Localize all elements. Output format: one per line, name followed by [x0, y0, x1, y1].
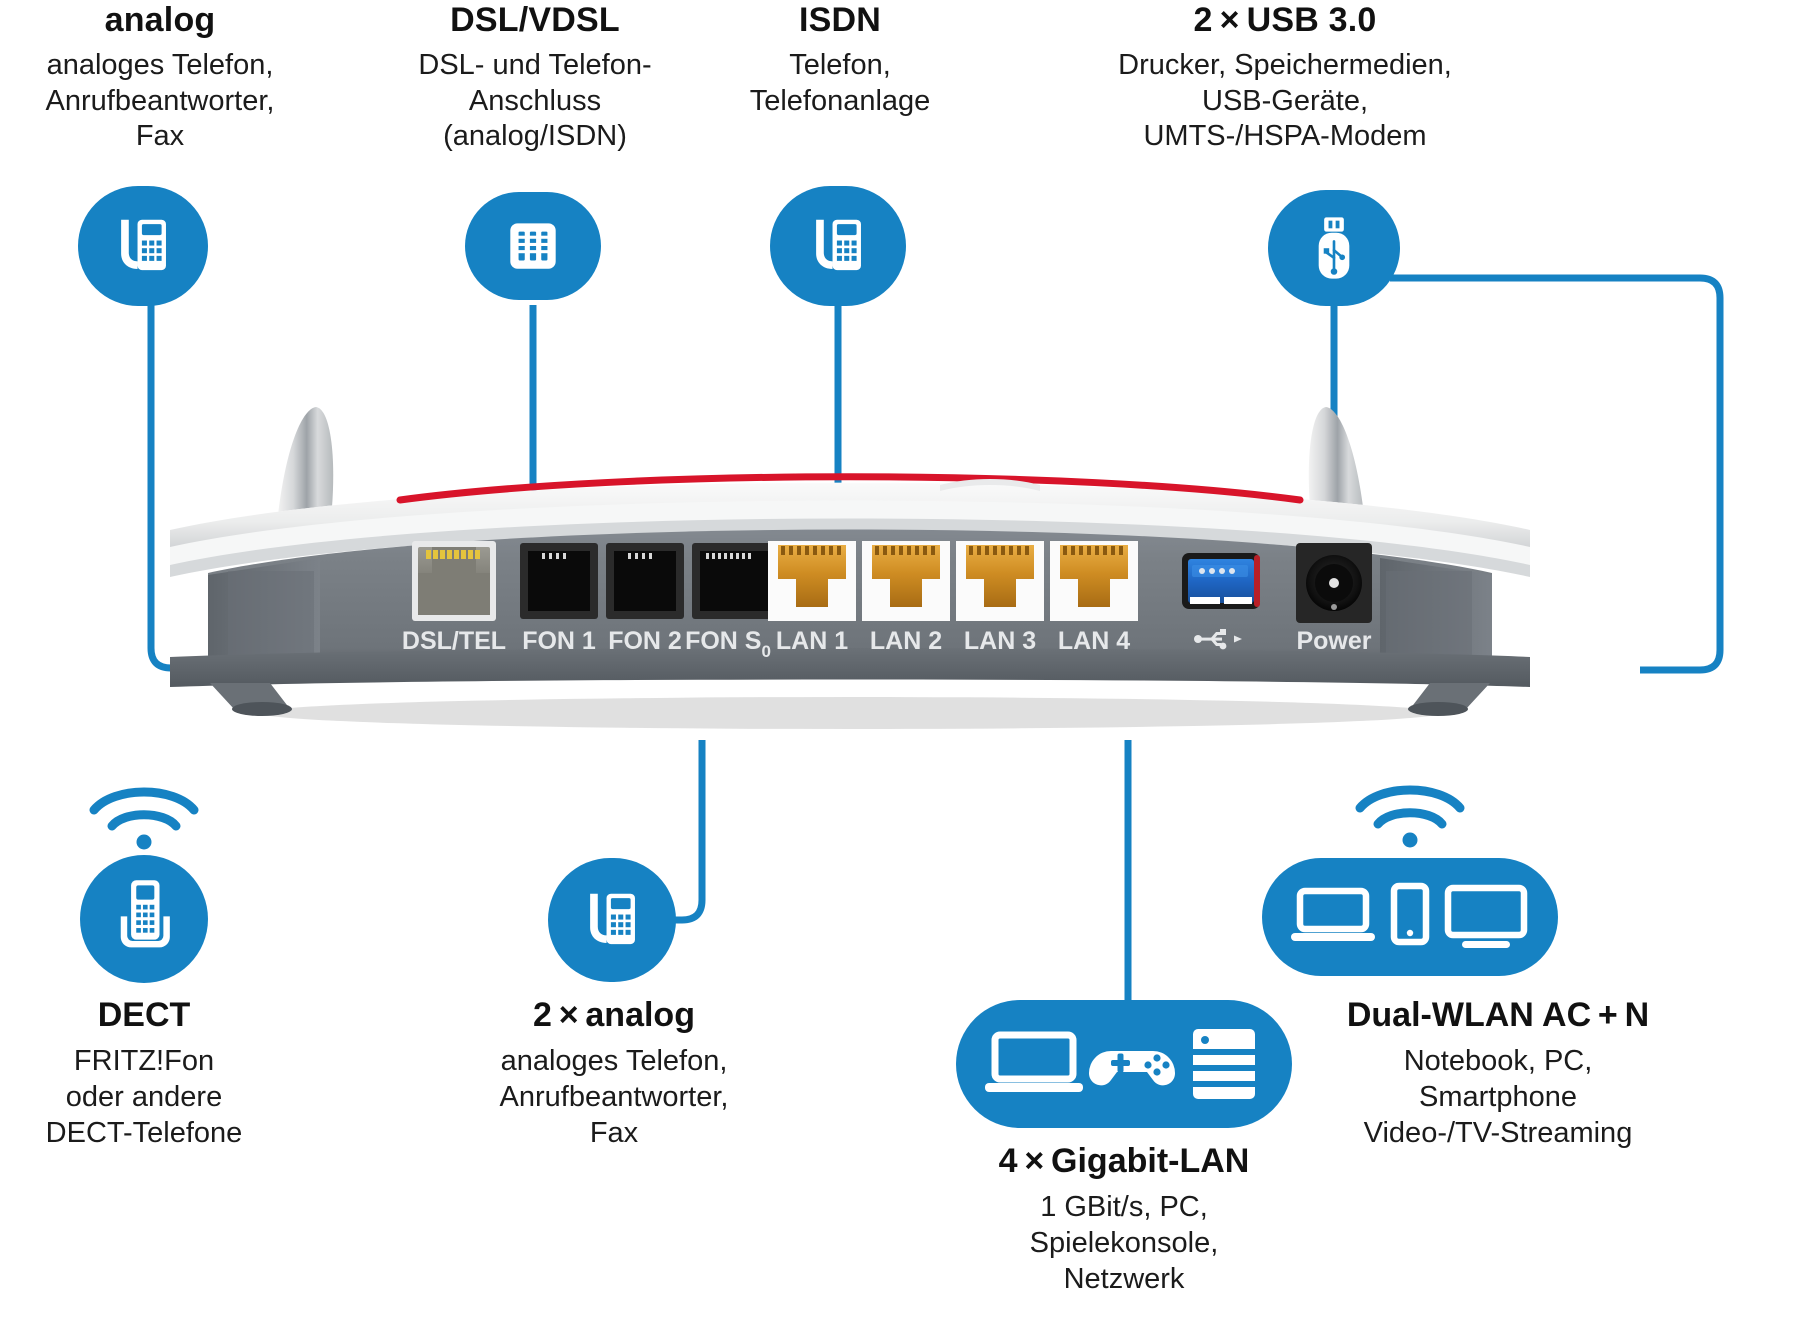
- dsl-socket-icon: [510, 223, 556, 269]
- callout-isdn-text: ISDN Telefon, Telefonanlage: [620, 0, 1060, 119]
- callout-title: analog: [104, 1, 216, 39]
- port-label-dsl-tel: DSL/TEL: [402, 627, 506, 655]
- callout-line: DECT-Telefone: [45, 1117, 243, 1150]
- icon-bubble-dsl[interactable]: [465, 192, 601, 300]
- router-base: [170, 648, 1530, 687]
- callout-line: UMTS-/HSPA-Modem: [1143, 120, 1427, 153]
- port-label-lan4: LAN 4: [1058, 627, 1130, 655]
- callout-gigabit-lan-text: 4 × Gigabit-LAN 1 GBit/s, PC, Spielekons…: [880, 1140, 1368, 1298]
- port-usb: [1182, 553, 1260, 609]
- callout-line: Drucker, Speichermedien,: [1118, 49, 1452, 82]
- icon-bubble-analog2[interactable]: [548, 858, 676, 982]
- callout-title: ISDN: [798, 1, 882, 39]
- icon-bubble-usb[interactable]: [1268, 190, 1400, 306]
- callout-desc: Notebook, PC, Smartphone Video-/TV-Strea…: [1180, 1044, 1816, 1152]
- callout-line: Anrufbeantworter,: [45, 84, 275, 117]
- callout-desc: FRITZ!Fon oder andere DECT-Telefone: [0, 1044, 288, 1152]
- icon-bubble-dect[interactable]: [80, 855, 208, 983]
- port-label-power: Power: [1296, 627, 1371, 655]
- callout-dect-text: DECT FRITZ!Fon oder andere DECT-Telefone: [0, 994, 288, 1152]
- callout-line: Spielekonsole,: [1029, 1227, 1219, 1260]
- callout-desc: 1 GBit/s, PC, Spielekonsole, Netzwerk: [880, 1190, 1368, 1298]
- wire-analog2: [672, 740, 706, 924]
- callout-line: Fax: [589, 1117, 639, 1150]
- laptop-gamepad-server-icon: [985, 1029, 1255, 1099]
- cordless-phone-icon: [120, 880, 170, 948]
- antenna-left: [278, 407, 334, 521]
- callout-line: Anschluss: [468, 84, 602, 117]
- port-power: [1296, 543, 1372, 623]
- callout-line: analoges Telefon,: [46, 49, 274, 82]
- laptop-phone-monitor-icon: [1291, 882, 1528, 948]
- callout-line: FRITZ!Fon: [73, 1045, 215, 1078]
- fritzbox-router-image: DSL/TEL FON 1 FON 2 FON S0 LAN 1 LAN 2 L…: [170, 407, 1530, 729]
- callout-title: 4 × Gigabit-LAN: [998, 1142, 1250, 1180]
- callout-usb-text: 2 × USB 3.0 Drucker, Speichermedien, USB…: [900, 0, 1670, 155]
- icon-bubble-dual-wlan[interactable]: [1262, 858, 1558, 976]
- desk-phone-icon: [590, 893, 635, 945]
- callout-dsl-text: DSL/VDSL DSL- und Telefon- Anschluss (an…: [315, 0, 755, 155]
- usb-stick-icon: [1318, 217, 1350, 279]
- port-dsl-tel: [412, 541, 496, 621]
- callout-desc: DSL- und Telefon- Anschluss (analog/ISDN…: [315, 48, 755, 154]
- callout-title: Dual-WLAN AC + N: [1346, 996, 1650, 1034]
- port-label-lan2: LAN 2: [870, 627, 942, 655]
- callout-desc: Drucker, Speichermedien, USB-Geräte, UMT…: [900, 48, 1670, 154]
- callout-line: Anrufbeantworter,: [499, 1081, 729, 1114]
- dect-wifi-waves-icon: [89, 787, 199, 850]
- antenna-right: [1308, 407, 1364, 521]
- icon-bubble-gigabit-lan[interactable]: [956, 1000, 1292, 1128]
- callout-desc: analoges Telefon, Anrufbeantworter, Fax: [0, 48, 320, 154]
- callout-line: oder andere: [65, 1081, 223, 1114]
- callout-line: Telefon,: [789, 49, 891, 82]
- callout-desc: analoges Telefon, Anrufbeantworter, Fax: [400, 1044, 828, 1152]
- port-label-lan3: LAN 3: [964, 627, 1036, 655]
- callout-line: Fax: [135, 120, 185, 153]
- port-label-lan1: LAN 1: [776, 627, 848, 655]
- callout-line: Netzwerk: [1063, 1263, 1185, 1296]
- icon-bubble-isdn[interactable]: [770, 186, 906, 306]
- callout-title: 2 × analog: [533, 996, 695, 1034]
- icon-bubble-analog[interactable]: [78, 186, 208, 306]
- callout-title: DECT: [97, 996, 191, 1034]
- port-lan-group: [768, 541, 1138, 621]
- callout-line: DSL- und Telefon-: [418, 49, 652, 82]
- callout-line: (analog/ISDN): [443, 120, 627, 153]
- port-label-fon-s0: FON S0: [685, 627, 771, 661]
- callout-line: Notebook, PC,: [1403, 1045, 1593, 1078]
- callout-analog-text: analog analoges Telefon, Anrufbeantworte…: [0, 0, 320, 155]
- callout-line: analoges Telefon,: [500, 1045, 728, 1078]
- port-label-fon2: FON 2: [608, 627, 682, 655]
- callout-title: DSL/VDSL: [450, 1, 620, 39]
- callout-dual-wlan-text: Dual-WLAN AC + N Notebook, PC, Smartphon…: [1180, 994, 1816, 1152]
- callout-line: Video-/TV-Streaming: [1363, 1117, 1633, 1150]
- callout-analog2-text: 2 × analog analoges Telefon, Anrufbeantw…: [400, 994, 828, 1152]
- desk-phone-icon: [121, 219, 166, 271]
- port-label-row: DSL/TEL FON 1 FON 2 FON S0 LAN 1 LAN 2 L…: [402, 627, 1372, 661]
- wlan-wifi-waves-icon: [1355, 785, 1465, 848]
- callout-line: USB-Geräte,: [1202, 84, 1368, 117]
- port-label-fon1: FON 1: [522, 627, 596, 655]
- port-fon-group: [520, 543, 778, 619]
- isdn-phone-icon: [816, 219, 861, 271]
- usb-symbol-icon: [1194, 629, 1242, 650]
- callout-line: 1 GBit/s, PC,: [1040, 1191, 1208, 1224]
- callout-desc: Telefon, Telefonanlage: [620, 48, 1060, 119]
- callout-line: Telefonanlage: [749, 84, 931, 117]
- callout-line: Smartphone: [1419, 1081, 1577, 1114]
- callout-title: 2 × USB 3.0: [1193, 1, 1377, 39]
